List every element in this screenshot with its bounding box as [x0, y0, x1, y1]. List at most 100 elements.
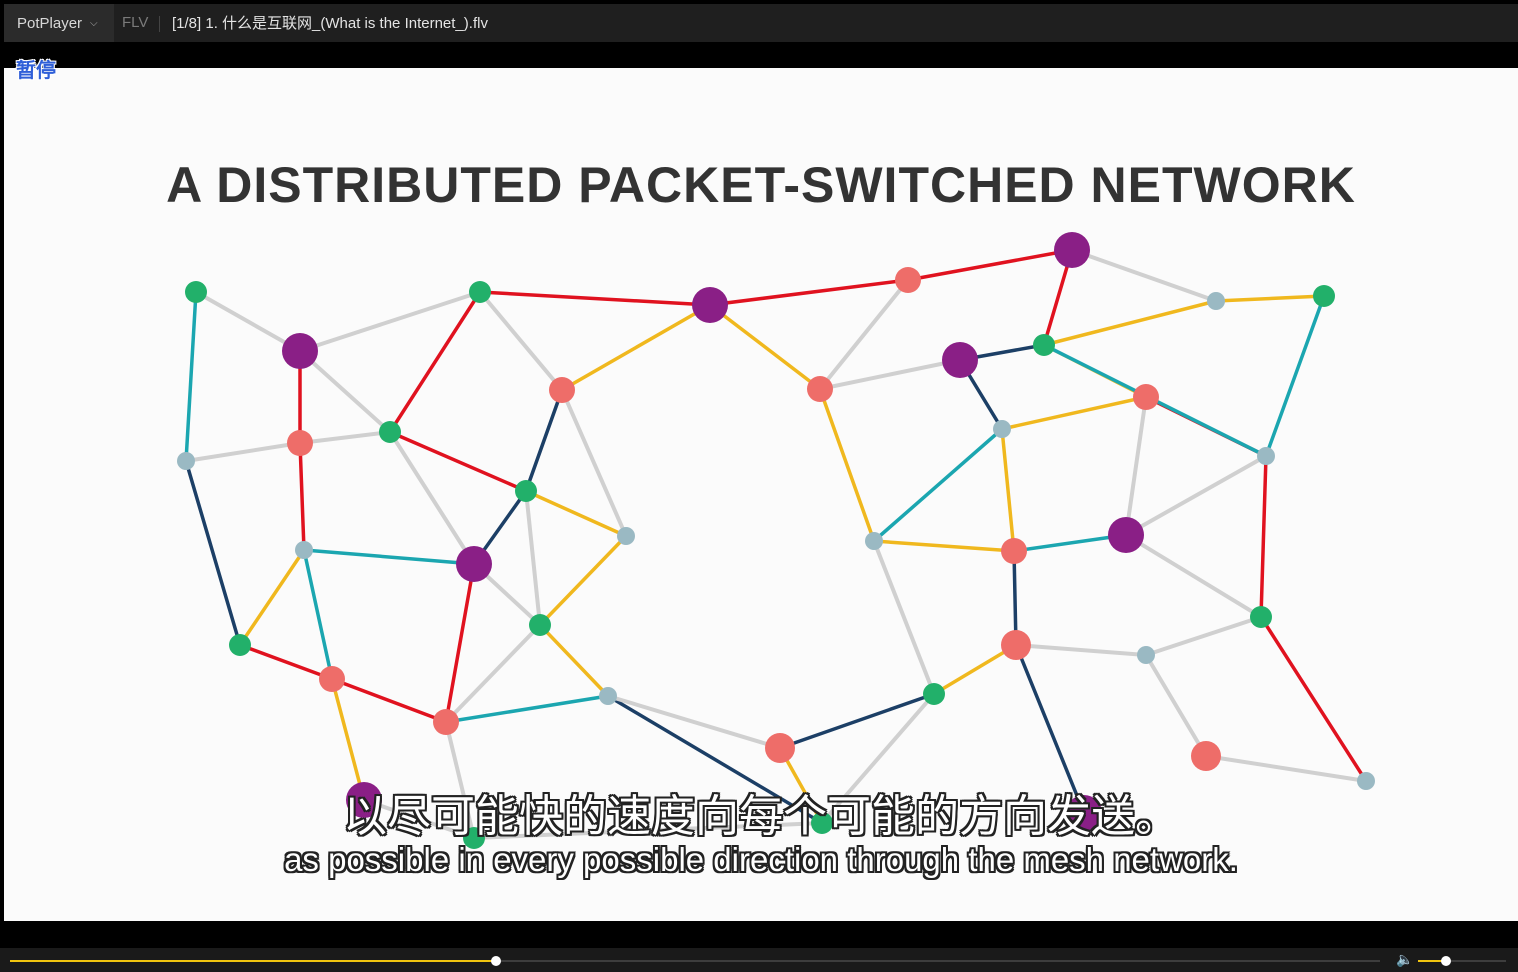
network-node [807, 376, 833, 402]
network-link [818, 387, 876, 543]
network-link [478, 290, 712, 307]
network-link [238, 548, 306, 647]
network-link [818, 278, 910, 391]
network-link [872, 427, 1004, 543]
network-node [1137, 646, 1155, 664]
network-node [346, 782, 382, 818]
file-title: [1/8] 1. 什么是互联网_(What is the Internet_).… [172, 15, 488, 32]
network-node [1066, 795, 1102, 831]
seek-progress [10, 960, 497, 962]
network-link [184, 459, 242, 647]
control-bar: 🔈 [0, 948, 1518, 972]
subtitle-chinese: 以尽可能快的速度向每个可能的方向发送。 [343, 792, 1179, 841]
network-node [1313, 285, 1335, 307]
network-diagram [177, 232, 1375, 849]
network-link [708, 278, 910, 307]
network-node [529, 614, 551, 636]
format-label: FLV [122, 14, 149, 31]
network-node [942, 342, 978, 378]
network-node [811, 812, 833, 834]
network-link [1259, 454, 1268, 619]
network-link [1264, 294, 1326, 458]
subtitle-english: as possible in every possible direction … [284, 841, 1238, 878]
network-link [1012, 549, 1018, 647]
network-node [1054, 232, 1090, 268]
chevron-down-icon: ⌵ [90, 17, 98, 29]
network-node [1250, 606, 1272, 628]
volume-slider[interactable] [1418, 956, 1506, 966]
network-link [184, 290, 198, 463]
network-node [229, 634, 251, 656]
network-node [993, 420, 1011, 438]
network-node [692, 287, 728, 323]
seek-handle[interactable] [491, 956, 502, 966]
network-link [818, 358, 962, 391]
network-node [1191, 741, 1221, 771]
network-link [1070, 248, 1218, 303]
network-node [1033, 334, 1055, 356]
volume-handle[interactable] [1441, 956, 1452, 966]
network-node [319, 666, 345, 692]
network-link [560, 388, 628, 538]
slide-title: A DISTRIBUTED PACKET-SWITCHED NETWORK [166, 157, 1356, 213]
video-top-margin [0, 42, 1518, 68]
network-node [599, 687, 617, 705]
network-node [282, 333, 318, 369]
network-link [1204, 754, 1368, 783]
network-link [388, 290, 482, 434]
network-node [895, 267, 921, 293]
network-link [478, 290, 564, 392]
network-link [298, 290, 482, 353]
network-link [538, 534, 628, 627]
network-link [1000, 395, 1148, 431]
network-node [1108, 517, 1144, 553]
network-link [298, 430, 392, 445]
network-node [463, 827, 485, 849]
network-link [1000, 427, 1016, 553]
network-link [444, 623, 542, 724]
video-frame[interactable]: A DISTRIBUTED PACKET-SWITCHED NETWORK 以尽… [4, 68, 1518, 921]
app-menu-button[interactable]: PotPlayer ⌵ [4, 4, 114, 42]
network-link [472, 821, 824, 840]
network-link [1259, 615, 1368, 783]
network-link [388, 430, 476, 566]
network-node [1357, 772, 1375, 790]
network-node [923, 683, 945, 705]
network-link [606, 694, 782, 750]
network-link [606, 694, 824, 825]
volume-level [1418, 960, 1447, 962]
network-link [388, 430, 528, 493]
network-link [906, 248, 1074, 282]
network-node [295, 541, 313, 559]
network-node [1001, 538, 1027, 564]
network-node [177, 452, 195, 470]
seek-bar[interactable] [10, 956, 1380, 966]
network-link [330, 677, 448, 724]
network-node [1133, 384, 1159, 410]
network-link [302, 548, 334, 681]
network-link [1214, 294, 1326, 303]
speaker-icon[interactable]: 🔈 [1396, 951, 1414, 967]
network-node [865, 532, 883, 550]
network-link [932, 643, 1018, 696]
network-link [362, 798, 476, 840]
network-node [1257, 447, 1275, 465]
network-link [302, 548, 476, 566]
network-node [765, 733, 795, 763]
network-link [872, 539, 1016, 553]
network-node [287, 430, 313, 456]
network-link [820, 692, 936, 825]
network-link [872, 539, 936, 696]
network-link [1012, 533, 1128, 553]
network-link [524, 489, 542, 627]
network-node [185, 281, 207, 303]
network-link [778, 692, 936, 750]
network-node [1001, 630, 1031, 660]
network-link [708, 303, 822, 391]
network-node [617, 527, 635, 545]
network-link [524, 388, 564, 493]
network-link [560, 303, 712, 392]
network-link [298, 441, 306, 552]
app-name: PotPlayer [17, 14, 83, 32]
network-node [549, 377, 575, 403]
